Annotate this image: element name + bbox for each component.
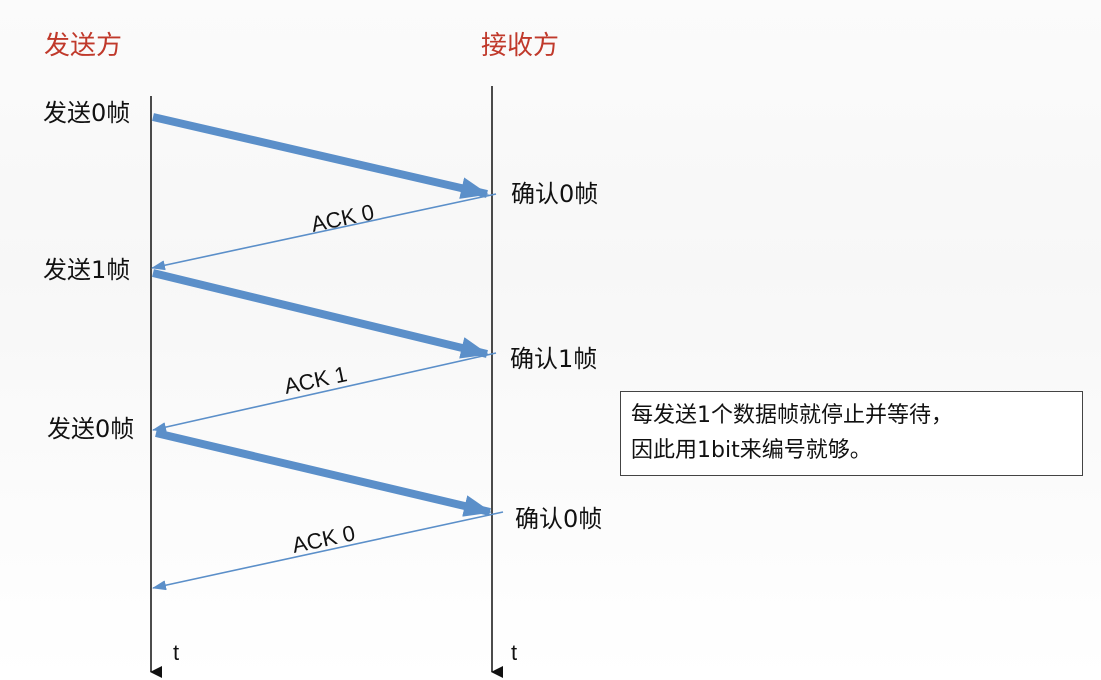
ack-arrow-2 bbox=[152, 511, 504, 591]
sender-event-send-frame-1: 发送1帧 bbox=[43, 256, 130, 284]
sender-event-send-frame-0-again: 发送0帧 bbox=[47, 415, 134, 443]
sender-event-send-frame-0: 发送0帧 bbox=[43, 99, 130, 127]
sender-header: 发送方 bbox=[44, 31, 122, 61]
receiver-event-confirm-frame-0-again: 确认0帧 bbox=[515, 505, 602, 533]
sender-time-label: t bbox=[173, 640, 179, 665]
data-frame-arrow-0 bbox=[152, 113, 489, 199]
receiver-time-label: t bbox=[511, 640, 517, 665]
ack-arrow-1 bbox=[152, 352, 497, 433]
receiver-event-confirm-frame-1: 确认1帧 bbox=[510, 345, 597, 373]
receiver-event-confirm-frame-0: 确认0帧 bbox=[511, 180, 598, 208]
data-frame-arrow-2 bbox=[155, 429, 492, 517]
ack-label-2: ACK 0 bbox=[290, 520, 357, 558]
receiver-header: 接收方 bbox=[481, 31, 559, 61]
note-box: 每发送1个数据帧就停止并等待， 因此用1bit来编号就够。 bbox=[620, 391, 1083, 476]
ack-arrow-0 bbox=[151, 193, 497, 271]
data-frame-arrow-1 bbox=[152, 269, 489, 359]
ack-label-0: ACK 0 bbox=[309, 199, 376, 237]
note-line-1: 每发送1个数据帧就停止并等待， bbox=[631, 403, 953, 428]
note-line-2: 因此用1bit来编号就够。 bbox=[631, 438, 872, 463]
